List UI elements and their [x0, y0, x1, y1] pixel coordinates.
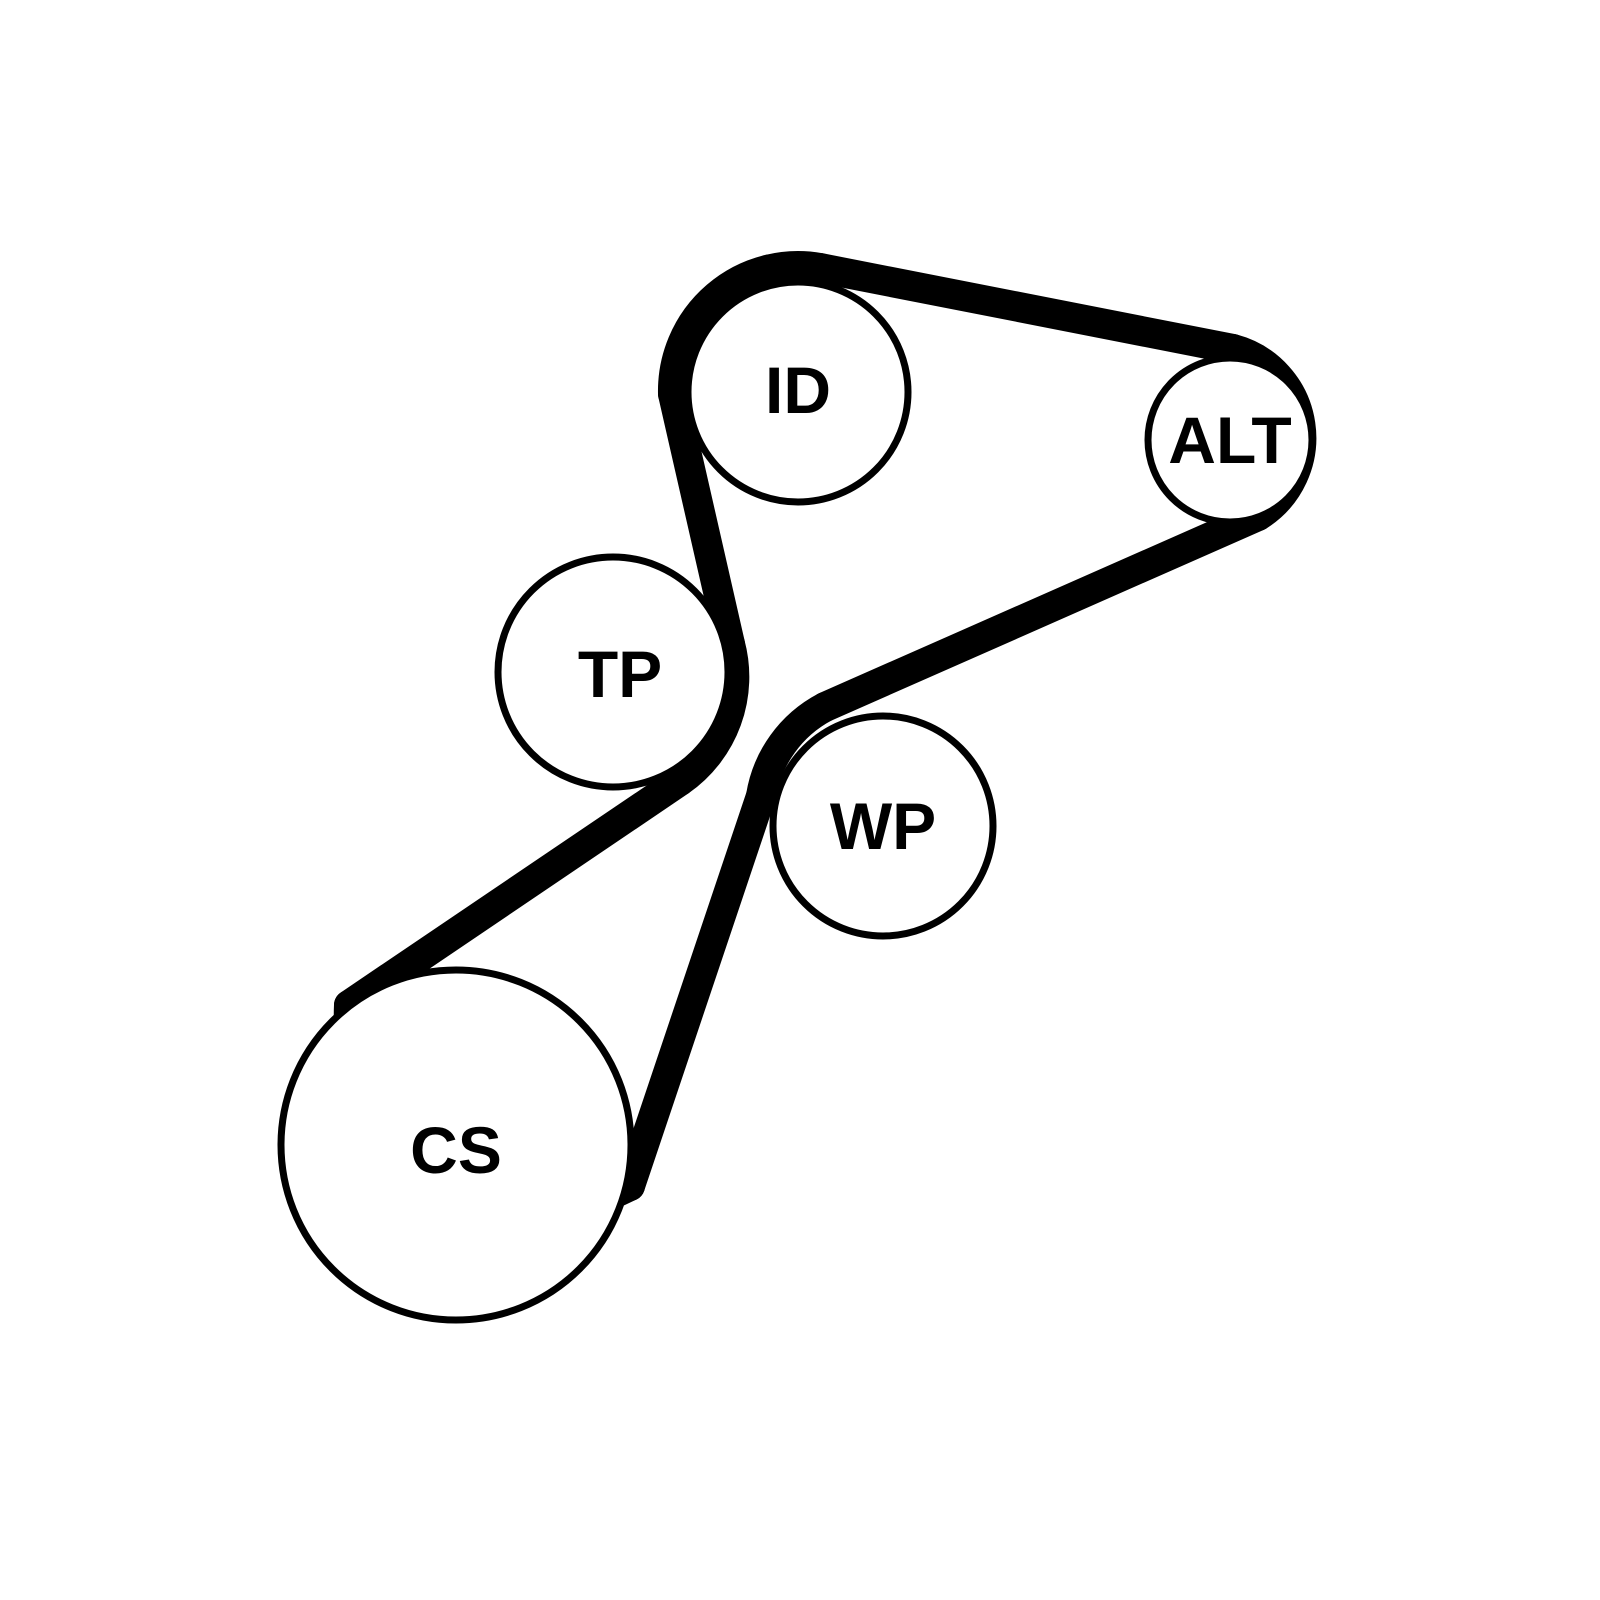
belt-span-tp-id	[658, 379, 745, 659]
pulley-id-circle	[684, 278, 912, 506]
belt-span-cs-tp	[334, 766, 695, 1020]
pulley-cs: CS	[277, 966, 635, 1324]
belt-span-wp-cs	[615, 781, 776, 1201]
pulley-id-label: ID	[765, 353, 831, 427]
pulley-cs-circle	[277, 966, 635, 1324]
belt-wrap-tp	[665, 629, 750, 796]
pulley-wp-label: WP	[830, 789, 936, 863]
pulley-id: ID	[684, 278, 912, 506]
pulley-tp: TP	[494, 553, 732, 791]
belt-wrap-id	[657, 251, 835, 409]
pulley-alt-label: ALT	[1168, 403, 1291, 477]
pulley-wp-circle	[769, 712, 997, 940]
pulley-alt-circle	[1144, 354, 1316, 526]
pulley-wp: WP	[769, 712, 997, 940]
pulley-alt: ALT	[1144, 354, 1316, 526]
pulley-tp-circle	[494, 553, 732, 791]
belt-span-id-alt	[805, 253, 1248, 364]
pulley-tp-label: TP	[578, 637, 662, 711]
belt-span-alt-wp	[810, 501, 1273, 722]
pulley-cs-label: CS	[410, 1113, 502, 1187]
